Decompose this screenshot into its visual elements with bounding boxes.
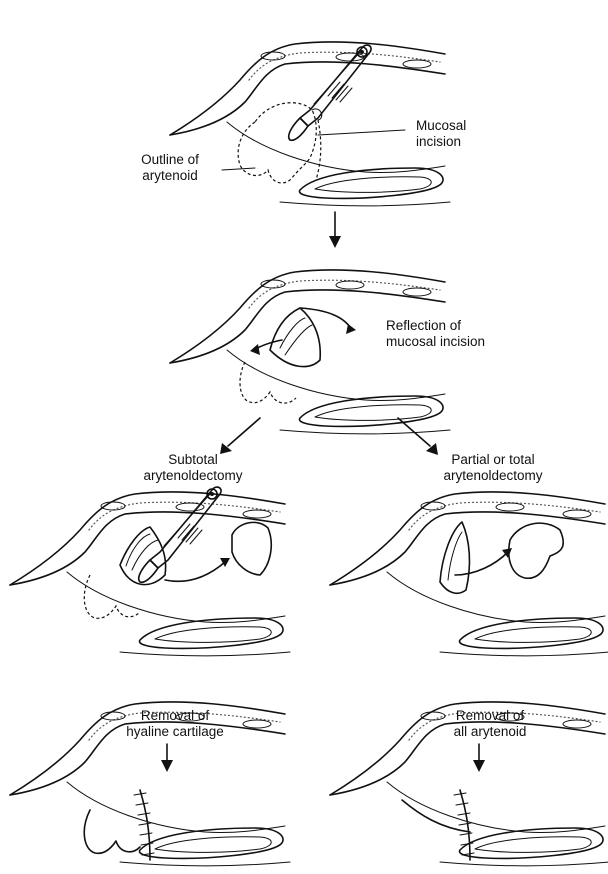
label-reflection: Reflection of mucosal incision	[386, 318, 526, 350]
label-line: arytenoid	[118, 168, 222, 184]
panel-3-partial-total	[330, 492, 608, 656]
label-mucosal-incision: Mucosal incision	[416, 118, 536, 150]
label-removal-hyaline: Removal of hyaline cartilage	[100, 708, 250, 740]
scalpel-icon	[139, 487, 221, 582]
arrow-down-icon	[161, 744, 485, 772]
label-line: Reflection of	[386, 318, 526, 334]
label-partial-total: Partial or total arytenoldectomy	[418, 452, 568, 484]
arrow-down-icon	[329, 212, 341, 248]
label-line: Mucosal	[416, 118, 536, 134]
panel-3-subtotal	[10, 487, 290, 656]
label-line: Removal of	[430, 708, 550, 724]
label-line: mucosal incision	[386, 334, 526, 350]
label-line: Removal of	[100, 708, 250, 724]
suture-line-icon	[454, 790, 474, 860]
label-line: hyaline cartilage	[100, 724, 250, 740]
label-subtotal: Subtotal arytenoldectomy	[128, 452, 258, 484]
label-removal-all: Removal of all arytenoid	[430, 708, 550, 740]
label-line: arytenoldectomy	[128, 468, 258, 484]
label-line: Outline of	[118, 152, 222, 168]
scalpel-icon	[289, 45, 371, 140]
label-line: Subtotal	[128, 452, 258, 468]
label-line: Partial or total	[418, 452, 568, 468]
label-line: arytenoldectomy	[418, 468, 568, 484]
label-line: all arytenoid	[430, 724, 550, 740]
label-line: incision	[416, 134, 536, 150]
arrow-diagonal-icon	[220, 418, 438, 455]
label-outline-of-arytenoid: Outline of arytenoid	[118, 152, 222, 184]
panel-2-reflection	[170, 270, 450, 434]
